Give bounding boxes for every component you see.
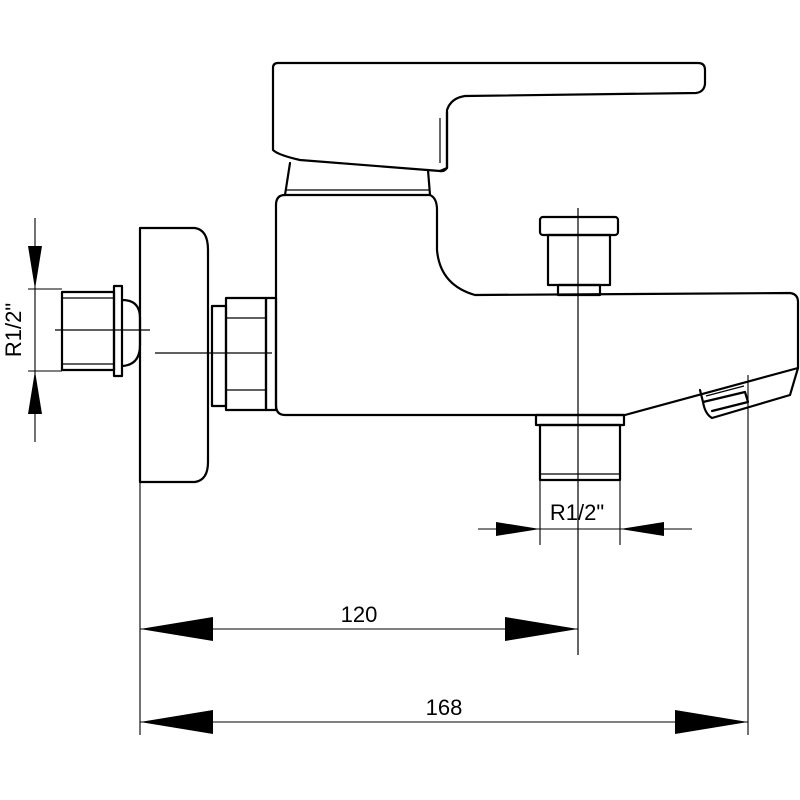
outlet-thread-dimension: R1/2" <box>478 480 692 545</box>
body-connector-nut <box>210 296 278 412</box>
dim-120-arrow-left <box>140 617 213 641</box>
overall-length-dimension: 168 <box>140 375 749 735</box>
diverter-knob <box>538 215 620 297</box>
overall-length-label: 168 <box>426 695 463 720</box>
lever-handle <box>271 61 707 173</box>
outlet-thread-label: R1/2" <box>550 500 604 525</box>
center-distance-label: 120 <box>341 602 378 627</box>
outlet-dim-arrow-right <box>620 522 664 536</box>
outlet-dim-arrow-left <box>496 522 540 536</box>
center-distance-dimension: 120 <box>139 482 578 735</box>
spout-tip <box>698 366 800 420</box>
dim-168-arrow-right <box>675 710 748 734</box>
dim-120-arrow-right <box>505 617 578 641</box>
wall-escutcheon <box>138 226 210 484</box>
inlet-dim-arrow-top <box>28 246 42 289</box>
inlet-thread-label: R1/2" <box>1 303 26 357</box>
center-lines <box>55 208 579 655</box>
bottom-outlet-fitting <box>534 413 626 482</box>
faucet-body <box>274 193 800 417</box>
inlet-dim-arrow-bottom <box>28 371 42 414</box>
inlet-thread-dimension: R1/2" <box>1 218 62 442</box>
dim-168-arrow-left <box>140 710 213 734</box>
handle-neck <box>283 161 432 197</box>
inlet-union-pipe <box>60 284 142 378</box>
